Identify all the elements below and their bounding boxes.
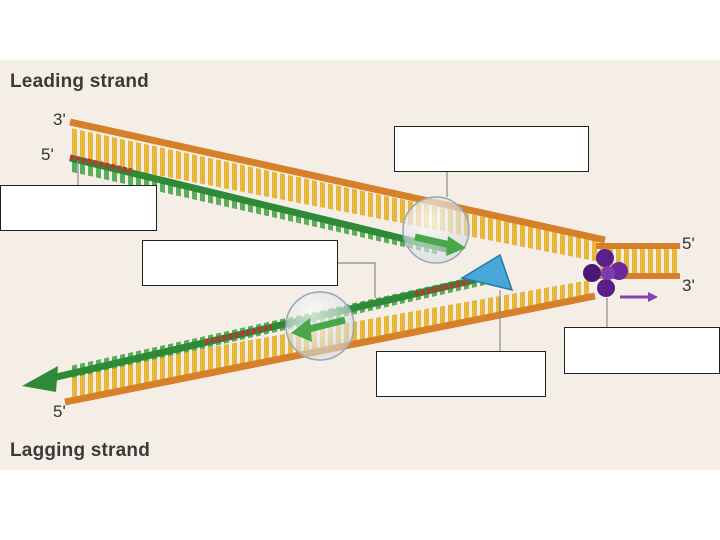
okazaki-primer-2 — [414, 279, 471, 297]
leading-polymerase-bubble — [402, 196, 470, 264]
leading-5prime-label: 5' — [41, 145, 54, 164]
label-box-lagging-polymerase[interactable] — [142, 240, 338, 286]
lagging-strand-heading: Lagging strand — [10, 440, 151, 461]
label-box-leading-polymerase[interactable] — [394, 126, 589, 172]
label-box-primer[interactable] — [0, 185, 157, 231]
leading-3prime-label: 3' — [53, 110, 66, 129]
label-box-primase[interactable] — [376, 351, 546, 397]
lagging-direction-arrow — [22, 366, 58, 392]
okazaki-primer-1 — [204, 324, 273, 345]
label-box-helicase[interactable] — [564, 327, 720, 374]
leading-primer — [69, 154, 133, 174]
lagging-polymerase-bubble — [285, 291, 355, 361]
primase — [460, 253, 514, 292]
lagging-5prime-label: 5' — [53, 402, 66, 421]
leading-synthesis-arrow — [446, 236, 466, 256]
lagging-new-strand — [51, 276, 476, 382]
parental-5prime-label: 5' — [682, 234, 695, 253]
leader-lagging-polymerase — [338, 262, 376, 298]
leader-lines — [77, 160, 608, 351]
leading-template-strand — [69, 118, 606, 244]
leading-strand-heading: Leading strand — [10, 71, 149, 92]
lagging-synthesis-arrow — [291, 318, 312, 342]
leading-new-strand — [69, 154, 451, 254]
parental-3prime-label: 3' — [682, 276, 695, 295]
helicase-arrowhead — [648, 292, 658, 302]
helicase — [583, 249, 628, 297]
